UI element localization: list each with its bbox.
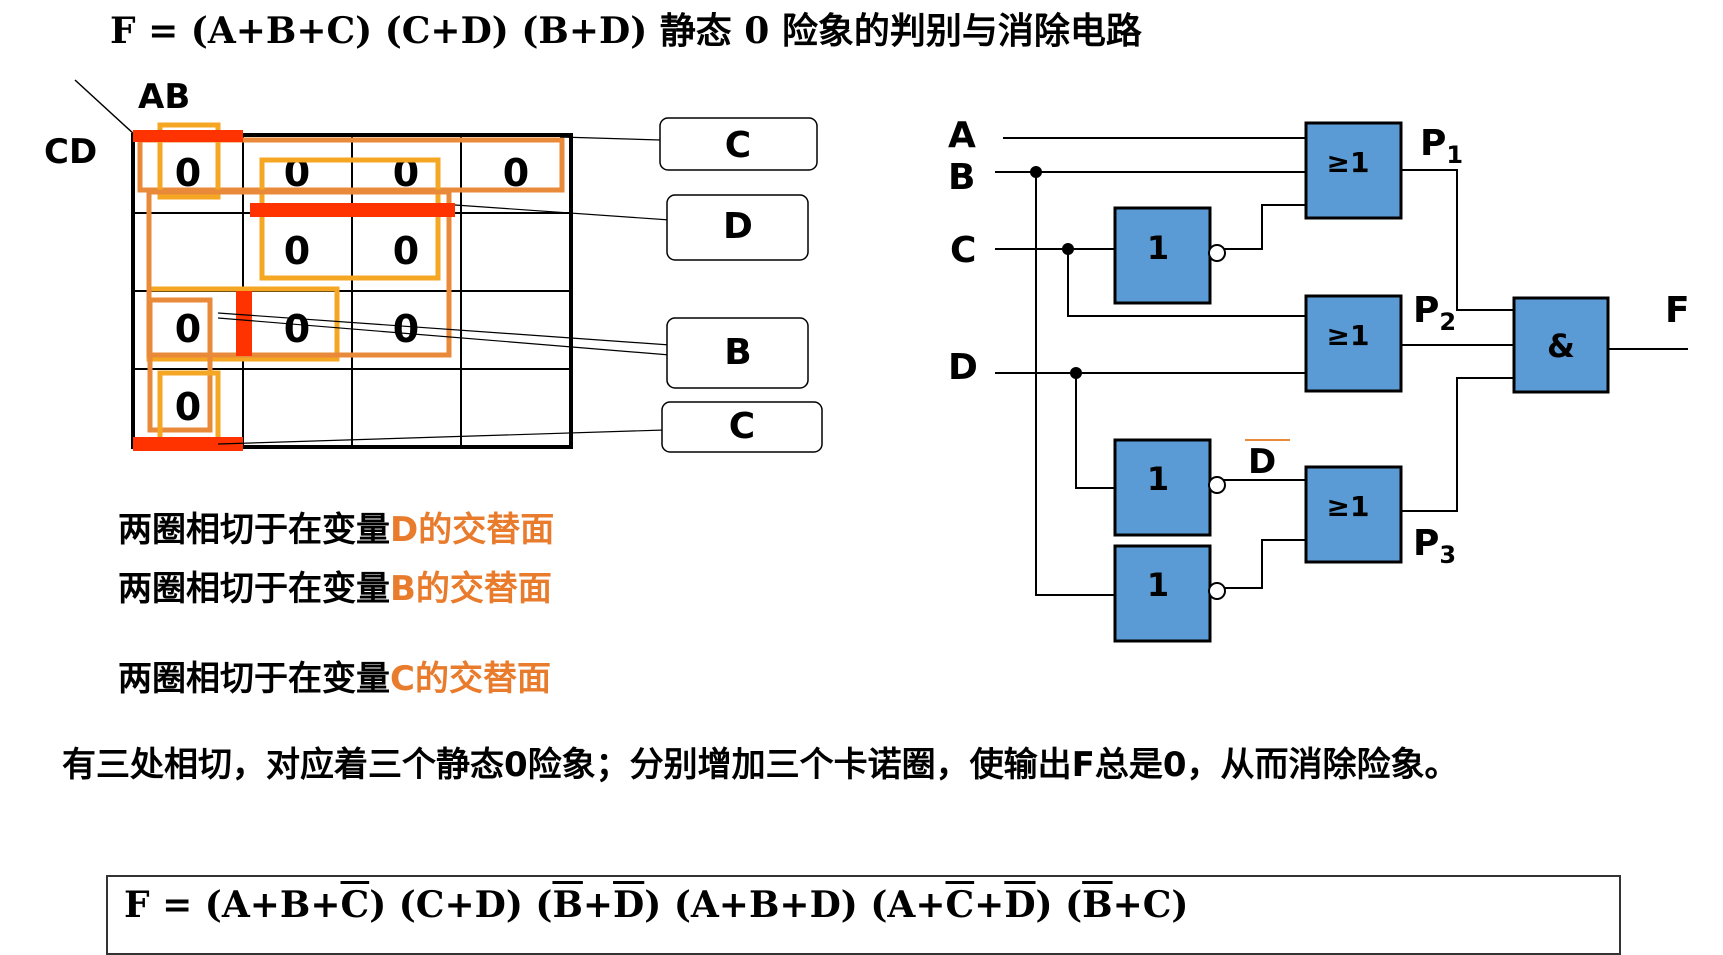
formula-term: (C+D) (: [386, 884, 553, 926]
loop-top-left: [157, 122, 221, 200]
formula-term: +C): [1112, 884, 1189, 926]
tangency-bars: [133, 130, 455, 451]
or-gate-1-label: ≥1: [1327, 146, 1370, 179]
callout-label: D: [723, 206, 753, 247]
formula-term: +: [974, 884, 1005, 926]
note-b: 两圈相切于在变量B的交替面: [118, 561, 552, 610]
callout-label: C: [725, 125, 751, 166]
callout-label: C: [729, 406, 755, 447]
note-d: 两圈相切于在变量D的交替面: [118, 502, 554, 551]
page-title: F = (A+B+C) (C+D) (B+D) 静态 0 险象的判别与消除电路: [110, 10, 1142, 52]
kmap-cell: 0: [175, 307, 201, 351]
note-suffix: 的交替面: [415, 569, 552, 609]
note-prefix: 两圈相切于在变量: [118, 510, 390, 550]
not-gate-c-label: 1: [1147, 229, 1169, 267]
circuit-wires: [995, 137, 1688, 596]
dbar-label: D: [1248, 442, 1276, 482]
gates: [1113, 121, 1610, 643]
p3-label: P3: [1413, 523, 1456, 569]
formula-term: (A+B+: [204, 884, 341, 926]
note-prefix: 两圈相切于在变量: [118, 659, 390, 699]
kmap-row-var: CD: [44, 132, 97, 172]
callout-c-top: [659, 117, 818, 171]
callout-label: B: [724, 332, 751, 373]
formula-term: ): [369, 884, 387, 926]
note-var: C: [390, 659, 415, 699]
p1-label: P1: [1420, 123, 1463, 169]
formula-bar: C: [945, 884, 975, 926]
callout-d: [666, 194, 809, 261]
explanation-paragraph: 有三处相切，对应着三个静态0险象；分别增加三个卡诺圈，使输出F总是0，从而消除险…: [62, 745, 1459, 785]
kmap-cell: 0: [175, 385, 201, 429]
or-gate-3-label: ≥1: [1327, 490, 1370, 523]
bar-vertical: [236, 291, 252, 356]
p2-label: P2: [1413, 290, 1456, 336]
formula-bar: B: [552, 884, 583, 926]
loop-square-middle: [259, 157, 441, 281]
not-gate-d-label: 1: [1147, 460, 1169, 498]
f-label: F: [1665, 290, 1690, 331]
note-prefix: 两圈相切于在变量: [118, 569, 390, 609]
bar-top: [133, 130, 243, 142]
inversion-bubbles: [1208, 244, 1226, 600]
kmap-cell: 0: [393, 229, 419, 273]
or-gate-2-label: ≥1: [1327, 319, 1370, 352]
formula-term: ) (: [1035, 884, 1083, 926]
not-gate-d: [1113, 438, 1212, 537]
junction-dots: [1030, 166, 1082, 379]
bar-bottom: [133, 437, 243, 451]
formula-bar: D: [613, 884, 645, 926]
loop-row2-wide: [146, 189, 452, 358]
or-gate-3: [1304, 465, 1403, 564]
callout-b: [666, 317, 809, 389]
callout-boxes: [659, 117, 823, 453]
kmap-cell: 0: [284, 229, 310, 273]
diagram-canvas: AB CD 0 0 0 0 0 0 0 0 0 0: [44, 77, 1690, 643]
formula: F = (A+B+C) (C+D) (B+D) (A+B+D) (A+C+D) …: [124, 884, 1188, 926]
and-gate: [1512, 296, 1610, 394]
formula-term: ): [644, 884, 662, 926]
formula-bar: C: [340, 884, 370, 926]
note-c: 两圈相切于在变量C的交替面: [118, 651, 551, 700]
kmap-loops: [137, 122, 565, 451]
note-suffix: 的交替面: [414, 659, 551, 699]
bar-middle: [250, 203, 455, 217]
input-d-label: D: [948, 347, 978, 388]
input-a-label: A: [948, 115, 976, 156]
kmap-col-var: AB: [138, 77, 190, 117]
note-suffix: 的交替面: [418, 510, 555, 550]
and-gate-label: &: [1547, 327, 1575, 365]
or-gate-2: [1304, 294, 1403, 393]
formula-bar: B: [1082, 884, 1113, 926]
callout-leaders: [217, 136, 671, 445]
kmap-cell: 0: [284, 307, 310, 351]
kmap-cell: 0: [393, 307, 419, 351]
or-gate-1: [1304, 121, 1403, 220]
callout-c-bottom: [661, 401, 823, 453]
not-gate-b-label: 1: [1147, 566, 1169, 604]
formula-term: (A+B+D) (A+: [661, 884, 946, 926]
formula-lhs: F =: [124, 884, 205, 926]
note-var: D: [390, 510, 419, 550]
formula-term: +: [582, 884, 614, 926]
input-c-label: C: [950, 230, 976, 271]
kmap-diagonal: [74, 79, 136, 136]
formula-bar: D: [1004, 884, 1036, 926]
input-b-label: B: [948, 157, 975, 198]
loop-col0: [147, 297, 213, 433]
note-var: B: [390, 569, 416, 609]
